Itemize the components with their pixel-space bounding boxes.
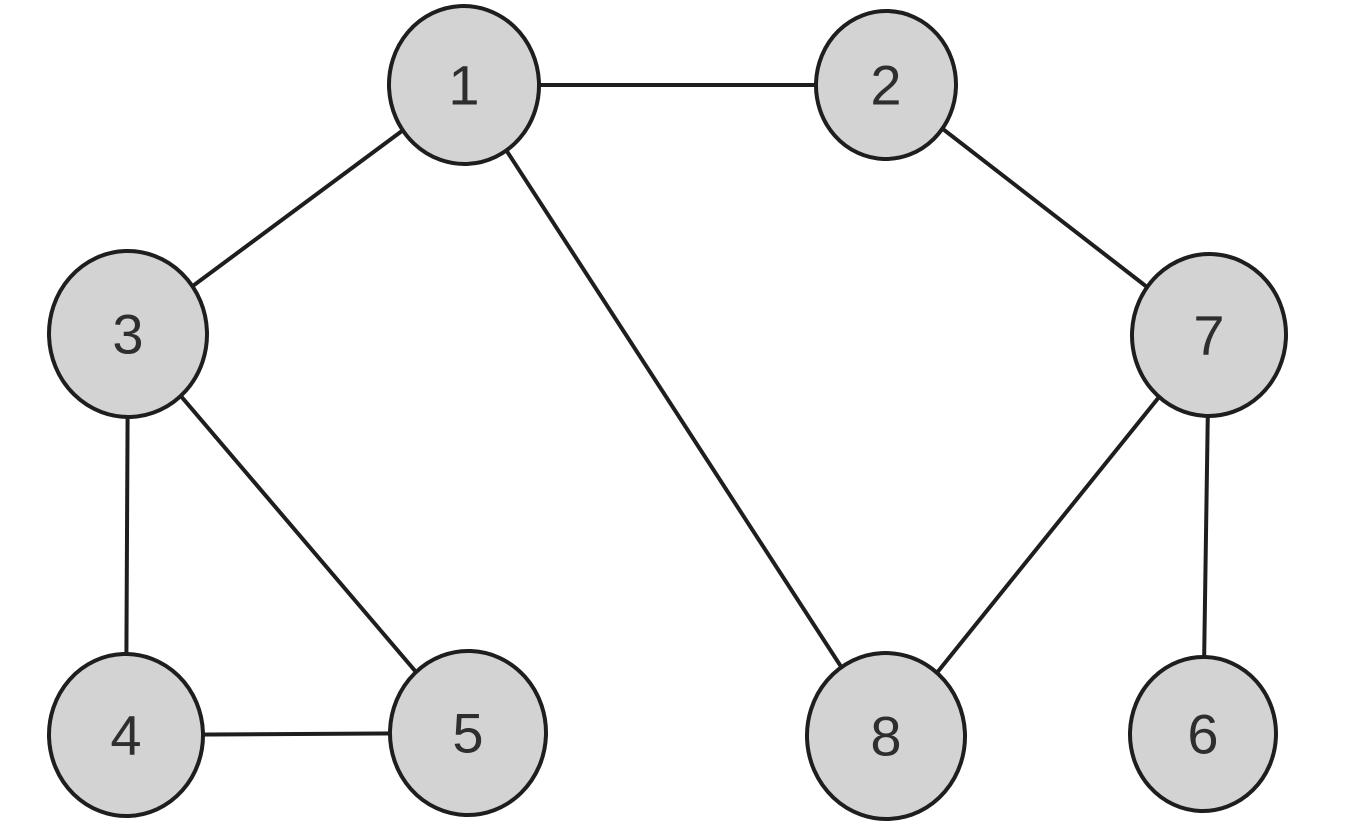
- node-3-circle: [46, 249, 210, 419]
- node-2-circle: [813, 9, 959, 161]
- node-7-label: 7: [1193, 304, 1224, 367]
- node-8: 8: [804, 651, 968, 821]
- node-3-label: 3: [112, 303, 143, 366]
- edge-1-8: [462, 83, 888, 738]
- node-4: 4: [46, 652, 206, 818]
- node-4-circle: [46, 652, 206, 818]
- edge-3-5: [126, 332, 470, 735]
- node-8-circle: [804, 651, 968, 821]
- node-6: 6: [1127, 655, 1279, 813]
- node-1-label: 1: [448, 54, 479, 117]
- node-7-circle: [1129, 252, 1289, 418]
- node-5-label: 5: [452, 702, 483, 765]
- node-1-circle: [386, 4, 542, 166]
- nodes-layer: 1 2 3 7 4 5 8 6: [46, 4, 1289, 821]
- node-6-circle: [1127, 655, 1279, 813]
- node-6-label: 6: [1187, 703, 1218, 766]
- node-2-label: 2: [870, 54, 901, 117]
- node-4-label: 4: [110, 704, 141, 767]
- node-2: 2: [813, 9, 959, 161]
- node-5: 5: [387, 649, 549, 817]
- node-1: 1: [386, 4, 542, 166]
- node-7: 7: [1129, 252, 1289, 418]
- node-3: 3: [46, 249, 210, 419]
- edge-7-8: [884, 333, 1211, 738]
- edges-layer: [124, 83, 1211, 738]
- node-8-label: 8: [870, 705, 901, 768]
- node-5-circle: [387, 649, 549, 817]
